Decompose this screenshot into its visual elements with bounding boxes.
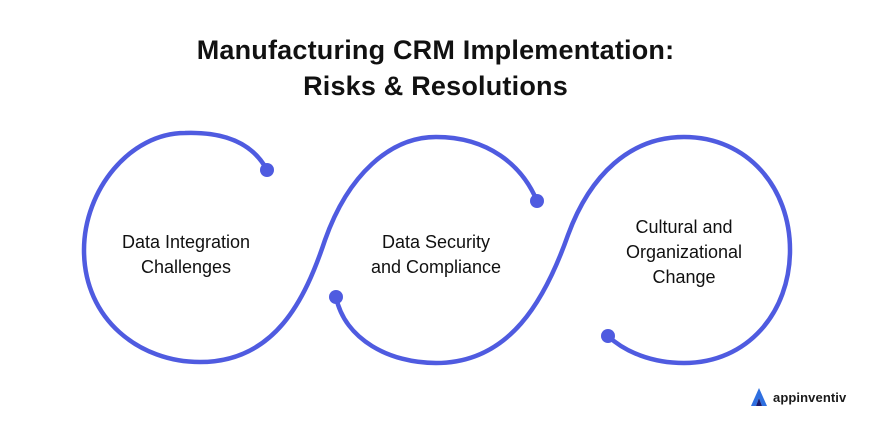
step-1-line-2: Challenges bbox=[140, 257, 232, 277]
title-line-1: Manufacturing CRM Implementation: bbox=[196, 35, 675, 65]
triangle-logo-icon bbox=[751, 388, 767, 406]
step-3-line-3: Change bbox=[652, 267, 716, 287]
step-2-line-1: Data Security bbox=[381, 232, 491, 252]
serpentine-path bbox=[81, 130, 540, 365]
step-3-line-1: Cultural and bbox=[635, 217, 733, 237]
node-dot-2 bbox=[530, 194, 544, 208]
node-dot-4 bbox=[601, 329, 615, 343]
title-line-2: Risks & Resolutions bbox=[303, 71, 568, 101]
diagram-title: Manufacturing CRM Implementation: Risks … bbox=[0, 32, 871, 104]
step-label-data-security: Data Security and Compliance bbox=[348, 230, 524, 280]
step-3-line-2: Organizational bbox=[625, 242, 743, 262]
brand-logo: appinventiv bbox=[750, 386, 846, 408]
node-dot-3 bbox=[329, 290, 343, 304]
step-label-cultural-change: Cultural and Organizational Change bbox=[596, 215, 772, 290]
step-1-line-1: Data Integration bbox=[121, 232, 251, 252]
step-2-line-2: and Compliance bbox=[370, 257, 502, 277]
serpentine-path-2 bbox=[333, 134, 793, 366]
node-dot-1 bbox=[260, 163, 274, 177]
step-label-data-integration: Data Integration Challenges bbox=[98, 230, 274, 280]
brand-name: appinventiv bbox=[773, 389, 847, 405]
